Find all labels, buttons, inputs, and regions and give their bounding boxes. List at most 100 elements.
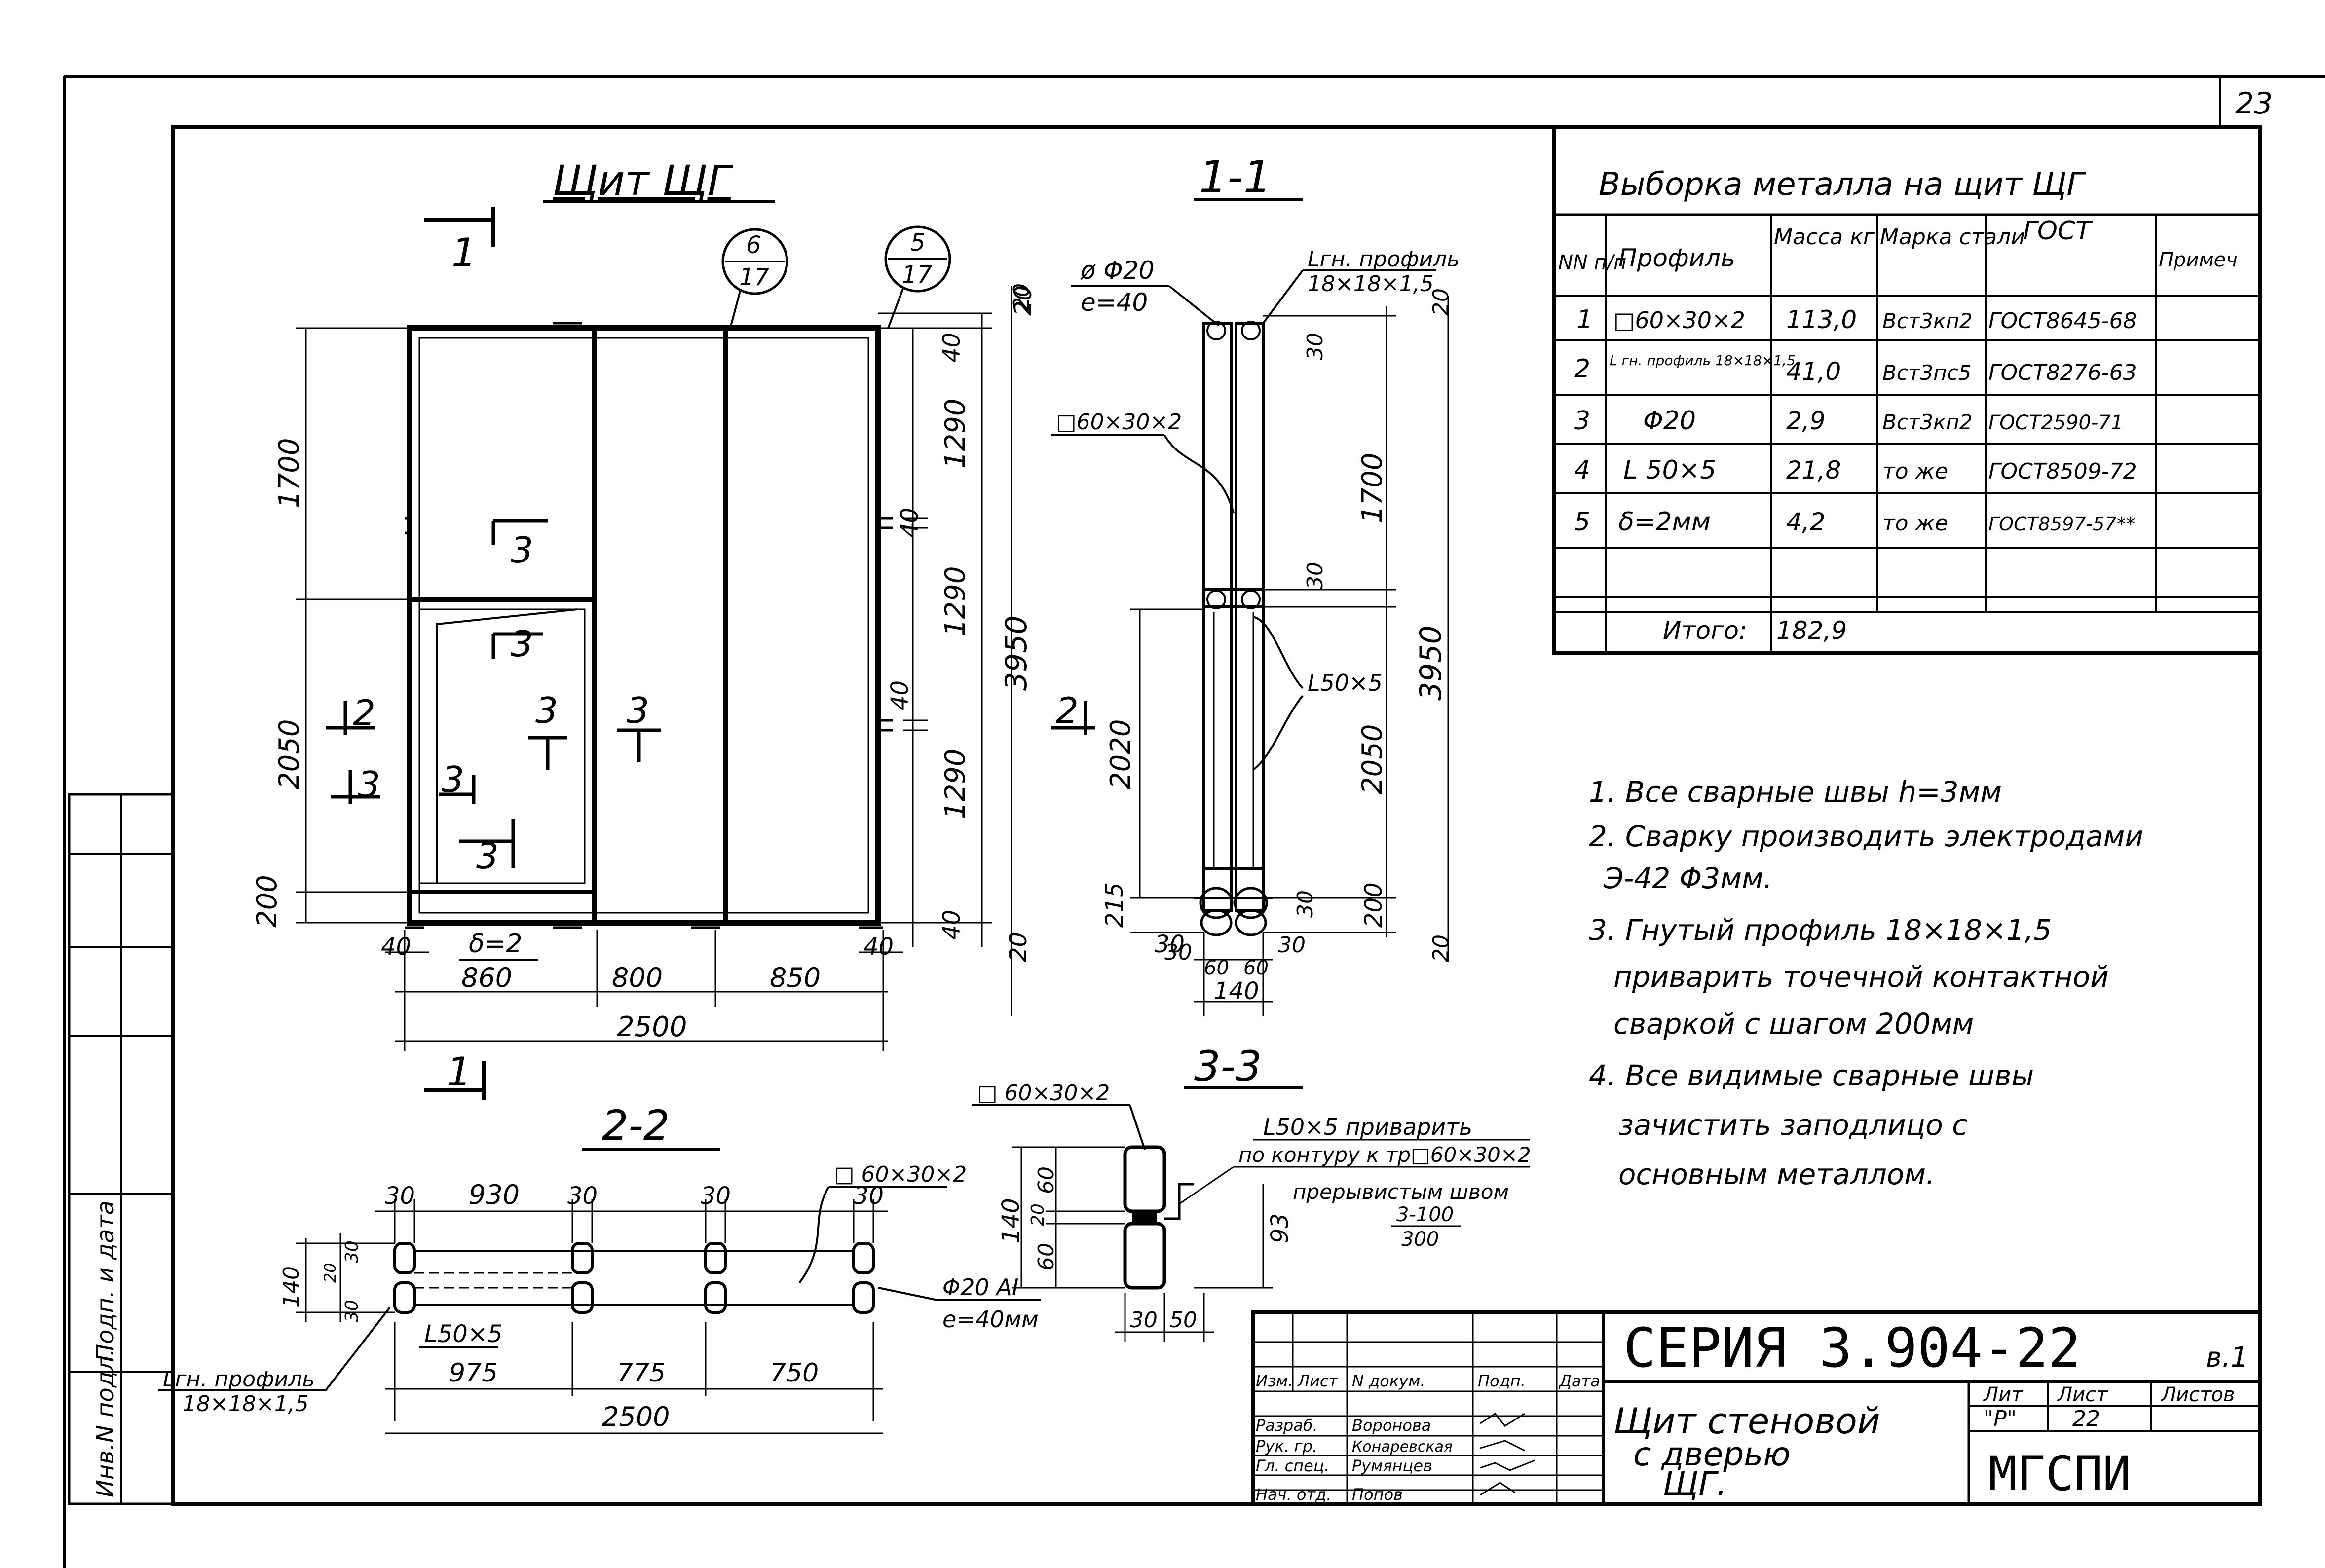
bom-cell-profile: Φ20 xyxy=(1643,406,1696,436)
section-2-2-dim-30-c: 30 xyxy=(701,1182,731,1210)
bom-cell-n: 4 xyxy=(1574,455,1590,485)
tb-name-2: Конаревская xyxy=(1352,1438,1453,1456)
bom-cell-profile: L 50×5 xyxy=(1623,455,1716,485)
main-dim-left-200: 200 xyxy=(251,875,283,928)
bom-header-gost: ГОСТ xyxy=(2023,216,2093,246)
section-1-1-rod-label: ø Φ20 xyxy=(1080,256,1154,285)
section-2-2-rod-spacing: e=40мм xyxy=(942,1306,1039,1333)
tb-issue: в.1 xyxy=(2206,1342,2248,1374)
main-dim-left-2050: 2050 xyxy=(273,719,305,789)
bom-cell-gost: ГОСТ8597-57** xyxy=(1988,513,2136,535)
tb-lit-value: "Р" xyxy=(1984,1406,2017,1431)
section-1-1-profile-size: 18×18×1,5 xyxy=(1308,271,1434,297)
bom-header-nn: NN п/п xyxy=(1558,251,1626,274)
section-2-2-dim-975: 975 xyxy=(449,1358,498,1388)
section-1-1-dim-r-30-c: 30 xyxy=(1293,890,1318,918)
section-3-3-weld-note-3: прерывистым швом xyxy=(1293,1180,1509,1204)
section-label-3-c: 3 xyxy=(535,690,558,731)
main-dim-right-40-top: 40 xyxy=(938,333,966,363)
main-dim-left-1700: 1700 xyxy=(273,438,305,508)
tb-description-2: с дверью xyxy=(1633,1435,1791,1473)
section-1-1-dim-b-60-a: 60 xyxy=(1204,957,1229,979)
tb-name-4: Попов xyxy=(1352,1485,1403,1504)
section-2-2-dim-140: 140 xyxy=(279,1266,304,1307)
section-1-1-dim-r-20-bottom: 20 xyxy=(1428,934,1454,962)
tb-name-3: Румянцев xyxy=(1352,1456,1432,1475)
section-1-1-dim-b-140: 140 xyxy=(1214,977,1259,1005)
bom-row-2: 2 L гн. профиль 18×18×1,5 41,0 Вст3пс5 Г… xyxy=(1574,352,2137,386)
tb-col-izm: Изм. xyxy=(1256,1372,1293,1390)
section-1-1-dim-215: 215 xyxy=(1101,882,1128,928)
section-2-2-dim-30-left: 30 xyxy=(342,1240,362,1263)
tb-role-1: Разраб. xyxy=(1256,1416,1318,1435)
section-2-2-dim-750: 750 xyxy=(770,1358,819,1388)
note-line-3: Э-42 Φ3мм. xyxy=(1603,861,1772,895)
section-1-1-mark-2: 2 xyxy=(1056,690,1079,731)
tb-name-1: Воронова xyxy=(1352,1416,1431,1435)
tb-org: МГСПИ xyxy=(1988,1446,2131,1501)
section-label-3-f: 3 xyxy=(442,759,464,800)
main-dim-bottom-40-left: 40 xyxy=(381,933,411,961)
section-2-2-dim-775: 775 xyxy=(617,1358,666,1388)
bom-cell-n: 2 xyxy=(1574,354,1590,384)
callout-2-top: 5 xyxy=(910,229,926,257)
side-stamp-sign-label: Подп. и дата xyxy=(92,1200,119,1362)
section-1-1-dim-2020: 2020 xyxy=(1105,719,1137,789)
section-1-1-dim-b-30-right: 30 xyxy=(1278,933,1306,958)
section-3-3-title: 3-3 xyxy=(1194,1042,1262,1090)
section-2-2: 2-2 □ 60×30×2 L50×5 Lгн. профиль 18×18×1… xyxy=(158,1101,1041,1434)
tb-lit-header: Лит xyxy=(1983,1383,2024,1406)
bom-cell-steel: Вст3кп2 xyxy=(1882,410,1973,434)
bom-cell-n: 1 xyxy=(1576,305,1593,335)
section-3-3-dim-20: 20 xyxy=(1028,1203,1048,1226)
section-label-3-e: 3 xyxy=(358,764,380,805)
section-label-3-a: 3 xyxy=(511,529,533,571)
note-line-4: 3. Гнутый профиль 18×18×1,5 xyxy=(1589,913,2052,947)
section-label-3-b: 3 xyxy=(511,623,533,665)
bom-cell-steel: Вст3кп2 xyxy=(1882,309,1973,333)
weld-mark xyxy=(1132,1211,1157,1224)
side-stamp: Подп. и дата Инв.N подл. xyxy=(68,793,174,1505)
section-3-3-weld-note-1: L50×5 приварить xyxy=(1263,1114,1472,1140)
section-3-3-dim-60-a: 60 xyxy=(1034,1166,1059,1194)
note-line-6: сваркой с шагом 200мм xyxy=(1613,1007,1974,1041)
main-dim-right-1290-a: 1290 xyxy=(939,398,972,469)
main-dim-right-1290-c: 1290 xyxy=(939,748,972,819)
section-3-3-dim-50: 50 xyxy=(1169,1307,1197,1333)
section-2-2-profile-size: 18×18×1,5 xyxy=(183,1391,309,1417)
tb-sheet-header: Лист xyxy=(2057,1383,2108,1406)
main-dim-right-40-c: 40 xyxy=(938,910,966,940)
bom-cell-gost: ГОСТ2590-71 xyxy=(1988,411,2123,434)
section-3-3-dim-140: 140 xyxy=(997,1198,1025,1243)
tb-role-3: Гл. спец. xyxy=(1256,1456,1329,1475)
tb-sheet-value: 22 xyxy=(2072,1406,2100,1431)
section-3-3-dim-60-b: 60 xyxy=(1034,1243,1059,1270)
main-dim-bottom-860: 860 xyxy=(461,962,512,993)
side-stamp-inv-label: Инв.N подл. xyxy=(92,1348,119,1497)
bom-cell-n: 3 xyxy=(1574,406,1590,436)
callout-5-17 xyxy=(884,225,951,293)
section-3-3-weld-note-2: по контуру к тр□60×30×2 xyxy=(1238,1143,1531,1167)
main-view-title: Щит ЩГ xyxy=(553,156,734,205)
bom-cell-mass: 113,0 xyxy=(1786,305,1857,334)
section-1-1-dim-top-20: 20 xyxy=(1009,283,1034,311)
section-1-1-dim-r-2050: 2050 xyxy=(1356,724,1388,794)
section-3-3-tube-label: □ 60×30×2 xyxy=(977,1081,1110,1106)
bom-table: Выборка металла на щит ЩГ NN п/п Профиль… xyxy=(1552,125,2262,655)
title-block: Изм. Лист N докум. Подп. Дата Разраб. Во… xyxy=(1251,1310,2262,1506)
bom-cell-gost: ГОСТ8276-63 xyxy=(1988,360,2137,385)
bom-row-3: 3 Φ20 2,9 Вст3кп2 ГОСТ2590-71 xyxy=(1574,406,2123,436)
main-dim-bottom-850: 850 xyxy=(770,962,821,993)
bom-header-note: Примеч xyxy=(2159,249,2238,271)
plate-thickness-label: δ=2 xyxy=(469,929,522,959)
bom-cell-steel: то же xyxy=(1882,511,1948,536)
note-line-2: 2. Сварку производить электродами xyxy=(1589,820,2143,853)
bom-row-1: 1 □60×30×2 113,0 Вст3кп2 ГОСТ8645-68 xyxy=(1576,305,2137,335)
bom-cell-profile: δ=2мм xyxy=(1618,507,1711,537)
note-line-8: зачистить заподлицо с xyxy=(1618,1108,1968,1142)
section-1-1-angle-label: L50×5 xyxy=(1308,670,1383,696)
main-dim-bottom-2500: 2500 xyxy=(617,1011,687,1043)
tb-sheets-header: Листов xyxy=(2160,1383,2235,1406)
section-1-1-dim-b-30-left: 30 xyxy=(1164,940,1192,965)
section-1-1-rod-spacing: e=40 xyxy=(1081,288,1148,317)
